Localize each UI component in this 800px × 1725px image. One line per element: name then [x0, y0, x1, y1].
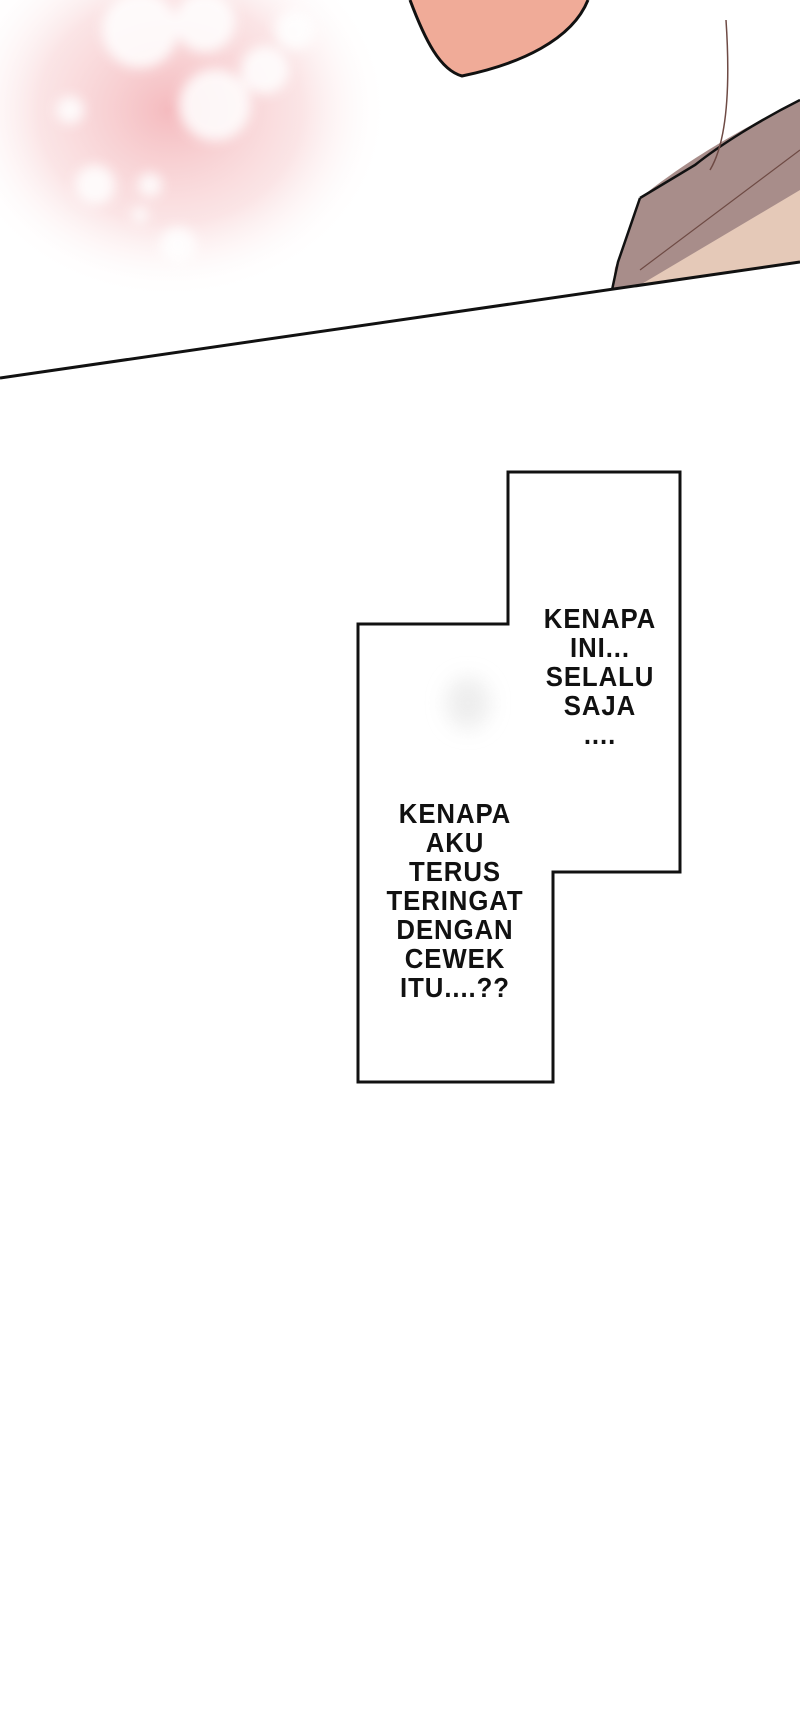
caption-text-2: KENAPA AKU TERUS TERINGAT DENGAN CEWEK I… — [386, 798, 524, 1003]
bokeh-background — [0, 0, 390, 300]
smudge — [446, 677, 490, 729]
panel-divider — [0, 260, 800, 380]
caption-text-1: KENAPA INI... SELALU SAJA .... — [543, 603, 657, 750]
character-shoulder — [408, 0, 800, 291]
caption-box — [356, 470, 682, 1084]
